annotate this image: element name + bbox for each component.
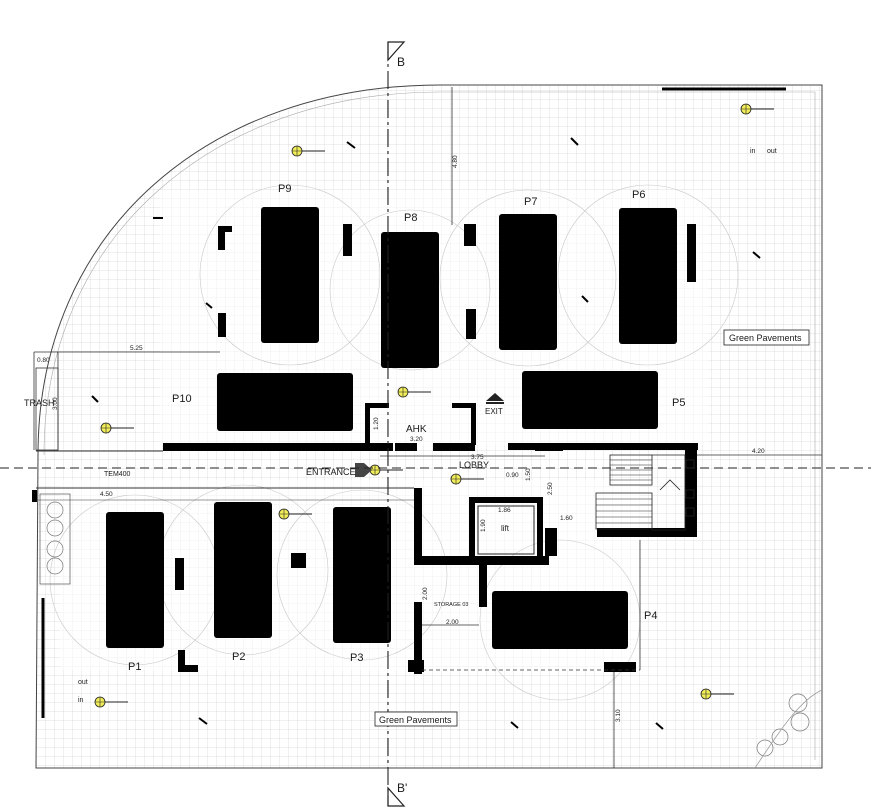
- pavement-label-bottom: Green Pavements: [379, 715, 452, 725]
- car-p1: [103, 512, 167, 648]
- label-exit: EXIT: [485, 407, 503, 416]
- staircase: [595, 454, 695, 531]
- dim-190: 1.90: [480, 519, 487, 532]
- trash-enclosure: [35, 367, 59, 451]
- tree-icon: [46, 519, 64, 537]
- traffic-in-bottom: in: [78, 697, 84, 704]
- section-line: [0, 41, 871, 807]
- dim-320: 3.20: [410, 436, 423, 443]
- labels: B B' P9 P8 P7 P6 P10 P5 P1 P2 P3 P4 AHK …: [24, 55, 802, 795]
- pavement-label-box-bottom: [374, 711, 458, 727]
- label-p10: P10: [172, 393, 192, 405]
- dim-525: 5.25: [130, 345, 143, 352]
- tree-icon: [46, 557, 64, 575]
- dim-186: 1.86: [498, 507, 511, 514]
- exit-icon: [486, 393, 504, 404]
- dim-200b: 2.00: [446, 619, 459, 626]
- car-p3: [330, 507, 394, 643]
- room-storage: STORAGE 03: [434, 602, 468, 608]
- room-lobby: LOBBY: [459, 460, 489, 470]
- label-p4: P4: [644, 610, 657, 622]
- wheel-stops: [91, 137, 761, 730]
- tree-icon: [756, 739, 774, 757]
- label-p1: P1: [128, 661, 141, 673]
- label-p7: P7: [524, 196, 537, 208]
- label-p5: P5: [672, 397, 685, 409]
- tree-icon: [788, 693, 808, 713]
- tree-icon: [790, 712, 810, 732]
- dim-300: 3.00: [52, 397, 59, 410]
- dim-090: 0.90: [506, 472, 519, 479]
- shrubs: [39, 493, 823, 769]
- dim-310: 3.10: [615, 709, 622, 722]
- walls: [32, 403, 698, 674]
- car-p6: [616, 208, 680, 344]
- tree-icon: [46, 501, 64, 519]
- pavement-label-box-right: [723, 329, 810, 346]
- car-p10: [217, 373, 353, 431]
- section-arrow-top-icon: [387, 41, 406, 62]
- dim-420: 4.20: [752, 448, 765, 455]
- room-ahk: AHK: [406, 424, 427, 435]
- label-p9: P9: [278, 183, 291, 195]
- label-p8: P8: [404, 212, 417, 224]
- car-p2: [211, 502, 275, 638]
- traffic-in-top: in: [750, 148, 756, 155]
- section-mark-bottom: B': [397, 781, 407, 795]
- traffic-out-bottom: out: [78, 679, 88, 686]
- lift-shaft: [477, 505, 535, 555]
- section-arrow-bottom-icon: [387, 786, 406, 807]
- car-p5: [522, 371, 658, 429]
- traffic-out-top: out: [767, 148, 777, 155]
- columns: [175, 224, 696, 672]
- label-entrance: ENTRANCE: [306, 467, 356, 477]
- tree-icon: [771, 728, 789, 746]
- car-p9: [258, 207, 322, 343]
- label-item: TEM400: [104, 471, 131, 478]
- entrance-arrow-icon: [355, 463, 372, 477]
- label-p3: P3: [350, 652, 363, 664]
- section-mark-top: B: [397, 55, 405, 69]
- label-p6: P6: [632, 189, 645, 201]
- pavement-label-right: Green Pavements: [729, 333, 802, 343]
- dim-375: 3.75: [471, 454, 484, 461]
- dim-200: 2.00: [422, 587, 429, 600]
- label-p2: P2: [232, 651, 245, 663]
- room-lift: lift: [501, 524, 510, 533]
- dim-120: 1.20: [373, 417, 380, 430]
- room-trash: TRASH: [24, 398, 55, 408]
- car-p7: [496, 214, 560, 350]
- car-p4: [492, 591, 628, 649]
- dim-150: 1.50: [525, 468, 532, 481]
- dim-480: 4.80: [452, 155, 459, 168]
- tree-icon: [46, 540, 64, 558]
- dim-450: 4.50: [100, 491, 113, 498]
- dim-160: 1.60: [560, 515, 573, 522]
- dim-250: 2.50: [547, 482, 554, 495]
- dim-080: 0.80: [37, 357, 50, 364]
